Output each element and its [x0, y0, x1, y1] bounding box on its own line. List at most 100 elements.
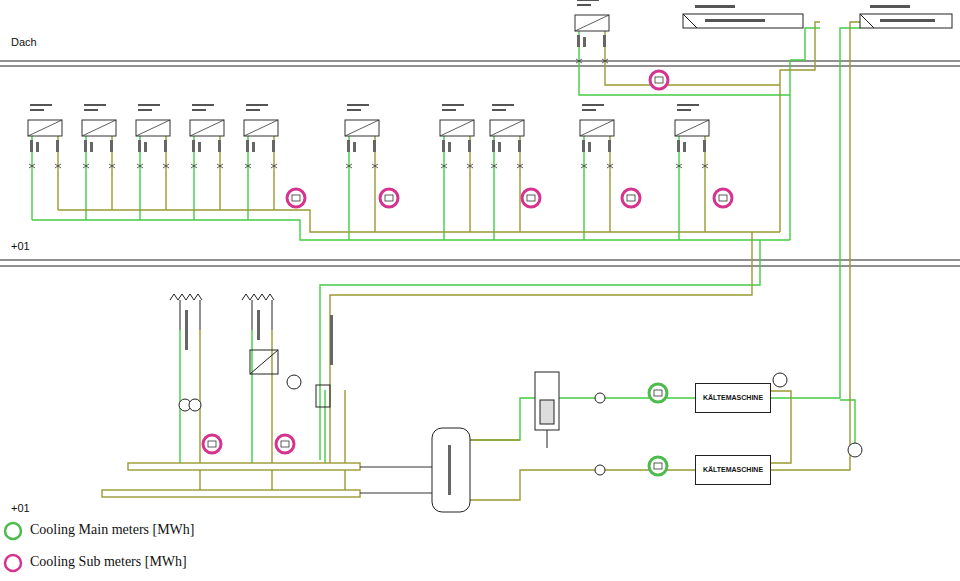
dry-coolers [705, 19, 765, 22]
coil-symbols [250, 350, 278, 374]
dry-coolers [860, 14, 874, 28]
floor-lines [0, 66, 960, 67]
sub-meters [380, 189, 398, 207]
supply-pipes [840, 400, 855, 443]
coil-symbols [330, 315, 333, 365]
air-units [440, 104, 474, 168]
air-units [190, 104, 224, 168]
return-pipes [470, 439, 520, 440]
sub-meters [622, 189, 640, 207]
floor-lines [0, 266, 960, 267]
coil-symbols [180, 300, 181, 330]
expansion-vessel [535, 372, 559, 448]
sub-meters [714, 189, 732, 207]
supply-pipes [320, 240, 760, 460]
air-units [82, 104, 116, 168]
level-label: +01 [10, 240, 31, 252]
dry-coolers [870, 5, 910, 8]
air-units [575, 0, 609, 63]
legend-swatches [5, 523, 21, 571]
air-units [580, 104, 614, 168]
return-pipes [330, 232, 752, 470]
legend-entry: Cooling Sub meters [MWh] [30, 554, 187, 569]
chiller-label: KÄLTEMASCHINE [703, 466, 763, 474]
sub-meters [203, 435, 221, 453]
buffer-tank [432, 428, 470, 512]
coil-symbols [242, 294, 274, 300]
air-units [28, 104, 62, 168]
supply-pipes [770, 28, 860, 398]
distributor-bars [102, 490, 360, 497]
air-units [28, 0, 709, 168]
floor-lines [0, 61, 960, 266]
buffer-tank [432, 428, 470, 512]
chiller-box: KÄLTEMASCHINE [695, 383, 771, 413]
distributor-bars [128, 463, 360, 470]
dry-coolers [683, 14, 697, 28]
coil-symbols [252, 300, 253, 330]
distributor-bars [360, 467, 432, 493]
chiller-box: KÄLTEMASCHINE [695, 455, 771, 485]
coil-symbols [185, 310, 188, 350]
sub-meters [650, 71, 668, 89]
pumps [595, 465, 605, 475]
return-pipes [780, 22, 820, 232]
dry-coolers [683, 14, 803, 28]
dry-coolers [683, 5, 952, 28]
level-label: +01 [10, 502, 31, 514]
sub-meters [522, 189, 540, 207]
sub-meters [203, 71, 732, 453]
main-meters [649, 384, 667, 402]
pumps [773, 373, 787, 387]
return-pipes [58, 210, 780, 232]
pumps [287, 375, 301, 389]
coil-symbols [170, 294, 333, 407]
expansion-vessel [535, 372, 559, 430]
supply-pipes [470, 398, 695, 440]
floor-lines [0, 260, 960, 261]
air-units [345, 104, 379, 168]
expansion-vessel [547, 430, 548, 448]
main-meters [649, 457, 667, 475]
legend-entry: Cooling Main meters [MWh] [30, 522, 194, 537]
air-units [675, 104, 709, 168]
coil-symbols [170, 294, 202, 300]
pumps [189, 399, 201, 411]
main-meters [649, 384, 667, 475]
dry-coolers [860, 14, 952, 28]
coil-symbols [200, 300, 201, 330]
legend-swatches [5, 523, 21, 539]
supply-pipes [579, 31, 790, 95]
sub-meters [276, 435, 294, 453]
legend-swatches [5, 555, 21, 571]
coil-symbols [316, 385, 330, 407]
return-pipes [375, 136, 705, 232]
supply-pipes [32, 28, 860, 468]
sub-meters [287, 189, 305, 207]
dry-coolers [695, 5, 735, 8]
buffer-tank [448, 445, 451, 495]
pumps [595, 393, 605, 403]
floor-lines [0, 61, 960, 62]
pipe-connector [771, 391, 791, 463]
supply-pipes [32, 220, 790, 240]
dry-coolers [880, 19, 935, 22]
supply-pipes [349, 136, 679, 240]
air-units [490, 104, 524, 168]
air-units [244, 104, 278, 168]
coil-symbols [272, 300, 273, 330]
expansion-vessel [540, 400, 554, 424]
return-pipes [770, 22, 860, 470]
pumps [848, 443, 862, 457]
level-label: Dach [10, 36, 38, 48]
supply-pipes [180, 330, 325, 468]
coil-symbols [257, 310, 260, 340]
chiller-label: KÄLTEMASCHINE [703, 394, 763, 402]
return-pipes [605, 31, 780, 85]
coil-symbols [250, 350, 278, 374]
distributor-bars [102, 463, 432, 497]
